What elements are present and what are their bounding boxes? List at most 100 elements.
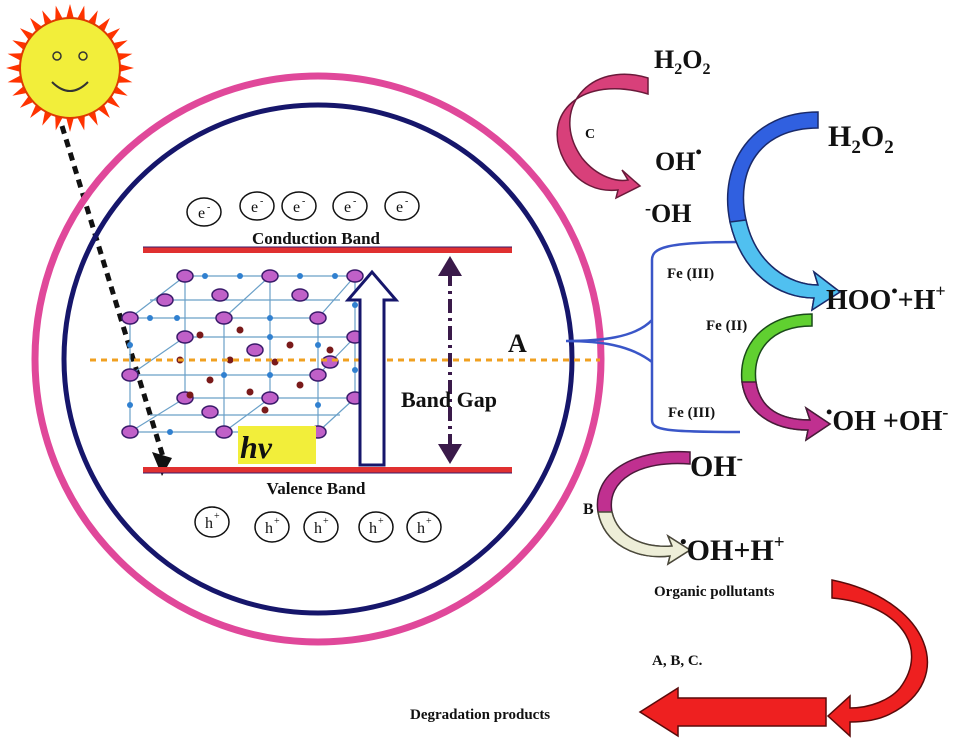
hole: h+ [406, 511, 442, 543]
lattice-atom-small [261, 406, 269, 414]
fe3-bottom-label: Fe (III) [668, 405, 715, 421]
svg-text:+: + [378, 516, 384, 527]
h2o2-right: H2O2 [828, 120, 894, 158]
degradation-arrow [638, 686, 827, 738]
sun-ray [6, 63, 23, 73]
outer-ring [31, 72, 605, 646]
lattice-atom-large [176, 330, 194, 344]
lattice-atom-large [215, 425, 233, 439]
lattice-atom-blue [237, 273, 243, 279]
abc-label: A, B, C. [652, 653, 703, 669]
lattice-atom-blue [174, 315, 180, 321]
cycle-c-arrow [556, 73, 649, 200]
hoo-species: HOO•+H+ [826, 281, 946, 316]
organic-pollutants-label: Organic pollutants [654, 584, 775, 600]
lattice-atom-blue [315, 402, 321, 408]
lattice-atom-small [186, 391, 194, 399]
sun-ray [65, 4, 75, 21]
lattice-atom-blue [167, 429, 173, 435]
band-gap-label: Band Gap [401, 387, 497, 412]
light-beam-arrow [59, 125, 167, 461]
light-beam-arrowhead [152, 452, 172, 476]
lattice-atom-small [271, 358, 279, 366]
electron: e- [384, 191, 420, 221]
svg-text:-: - [207, 202, 210, 213]
inner-ring [61, 102, 575, 616]
excitation-arrow [344, 269, 400, 467]
svg-text:h: h [314, 520, 322, 537]
lattice-atom-blue [267, 372, 273, 378]
svg-text:e: e [198, 205, 205, 222]
lattice-atom-blue [221, 372, 227, 378]
oh-pair-species: •OH +OH- [826, 402, 948, 437]
oh-h-species: •OH+H+ [680, 532, 785, 567]
cycle-c-label: C [585, 127, 595, 142]
svg-text:+: + [214, 511, 220, 522]
lattice-atom-large [309, 311, 327, 325]
lattice-atom-large [321, 355, 339, 369]
lattice-atom-large [176, 269, 194, 283]
fe3-top-label: Fe (III) [667, 266, 714, 282]
lattice-atom-blue [127, 402, 133, 408]
svg-text:e: e [251, 199, 258, 216]
hole: h+ [358, 511, 394, 543]
lattice-atom-small [296, 381, 304, 389]
sun-ray [117, 63, 134, 73]
sun-ray [65, 115, 75, 132]
electron: e- [281, 191, 317, 221]
hv-box [238, 426, 316, 464]
lattice-atom-blue [297, 273, 303, 279]
lattice-atom-large [261, 269, 279, 283]
hole: h+ [254, 511, 290, 543]
lattice-atom-small [246, 388, 254, 396]
lattice-atom-blue [127, 342, 133, 348]
svg-text:+: + [323, 516, 329, 527]
lattice-atom-small [196, 331, 204, 339]
lattice-atom-large [215, 311, 233, 325]
oh-radical-c: OH• [655, 142, 702, 176]
electron: e- [239, 191, 275, 221]
lattice-atom-blue [267, 315, 273, 321]
hv-label: hv [240, 429, 273, 465]
svg-text:h: h [265, 520, 273, 537]
lattice-atom-small [226, 356, 234, 364]
lattice-atom-large [156, 293, 174, 307]
lattice-atom-large [201, 405, 219, 419]
lattice-atom-small [326, 346, 334, 354]
svg-text:h: h [417, 520, 425, 537]
point-a-label: A [508, 329, 527, 358]
svg-text:+: + [426, 516, 432, 527]
fe-bracket [565, 240, 741, 434]
lattice-atom-blue [332, 273, 338, 279]
svg-text:-: - [405, 196, 408, 207]
lattice-atom-blue [147, 315, 153, 321]
lattice-atom-large [121, 425, 139, 439]
lattice-atom-small [286, 341, 294, 349]
svg-text:e: e [293, 199, 300, 216]
electron: e- [186, 197, 222, 227]
lattice-atom-large [309, 368, 327, 382]
degradation-curve-arrow [826, 579, 929, 738]
lattice-atom-large [346, 269, 364, 283]
lattice-atom-large [246, 343, 264, 357]
lattice-atom-blue [267, 334, 273, 340]
svg-text:e: e [396, 199, 403, 216]
lattice-atom-blue [315, 342, 321, 348]
lattice-atom-small [206, 376, 214, 384]
lattice-atom-blue [202, 273, 208, 279]
valence-band-label: Valence Band [266, 479, 366, 498]
hole: h+ [303, 511, 339, 543]
svg-text:e: e [344, 199, 351, 216]
cycle-b-label: B [583, 501, 594, 518]
hole-row: h+h+h+h+h+ [194, 506, 442, 543]
svg-text:h: h [369, 520, 377, 537]
electron-row: e-e-e-e-e- [186, 191, 420, 227]
degradation-products-label: Degradation products [410, 707, 550, 723]
lattice-atom-large [211, 288, 229, 302]
electron: e- [332, 191, 368, 221]
lattice-atom-large [121, 311, 139, 325]
oh-anion-b: OH- [690, 448, 743, 483]
oh-anion-c: -OH [645, 198, 691, 228]
svg-text:h: h [205, 515, 213, 532]
